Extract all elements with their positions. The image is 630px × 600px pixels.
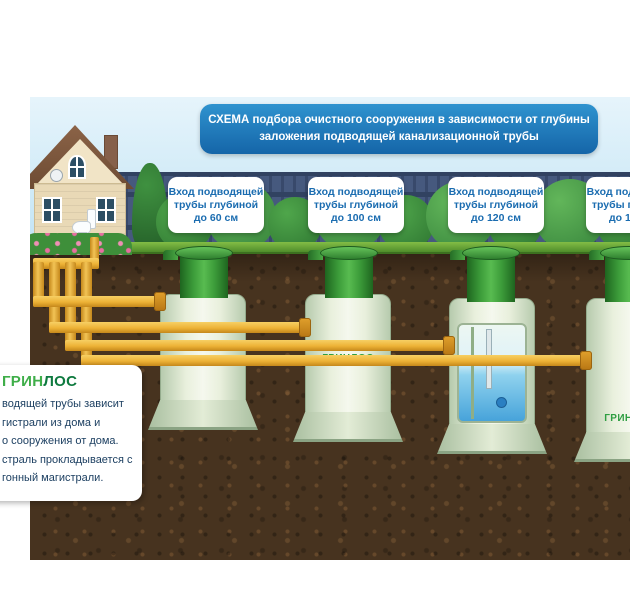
- flower-bush: [30, 233, 132, 255]
- tank-vent-cap: [308, 250, 323, 260]
- sewer-pipe-depth-120: [65, 340, 455, 351]
- tank-inner-wall: [471, 327, 474, 419]
- pipe-drop-1: [33, 262, 44, 307]
- callout-line: до 140 см: [608, 212, 630, 224]
- callout-line: трубы глубиной: [591, 199, 630, 211]
- callout-line: трубы глубиной: [313, 199, 399, 211]
- septic-tank-3-base: [437, 424, 547, 454]
- brand-logo-part-1: ГРИН: [2, 373, 44, 390]
- pipe-flange-1: [154, 292, 166, 311]
- sewer-pipe-depth-140: [81, 355, 592, 366]
- info-text-line: водящей трубы зависит: [2, 398, 124, 410]
- septic-tank-3-riser: [467, 252, 515, 302]
- septic-tank-1-lid: [175, 246, 233, 260]
- info-text-line: гистрали из дома и: [2, 416, 101, 429]
- brand-logo-part-2: ЛОС: [43, 373, 78, 390]
- pipe-drop-4: [81, 262, 92, 366]
- info-text-line: гонный магистрали.: [2, 472, 104, 484]
- callout-line: трубы глубиной: [453, 199, 539, 211]
- title-banner: СХЕМА подбора очистного сооружения в зав…: [200, 104, 598, 154]
- callout-line: Вход подводящей: [448, 186, 544, 198]
- depth-callout-4: Вход подводящей трубы глубиной до 140 см: [586, 177, 630, 233]
- sewer-pipe-depth-60: [33, 296, 161, 307]
- house-attic-window: [68, 155, 86, 179]
- house-drain-pipe: [90, 237, 99, 269]
- callout-line: Вход подводящей: [168, 186, 264, 198]
- sewer-pipe-depth-100: [49, 322, 307, 333]
- satellite-dish-icon: [50, 169, 63, 182]
- info-text: водящей трубы зависит гистрали из дома и…: [2, 395, 136, 488]
- tank-vent-cap: [589, 250, 604, 260]
- depth-callout-1: Вход подводящей трубы глубиной до 60 см: [168, 177, 264, 233]
- septic-tank-2-base: [293, 412, 403, 442]
- septic-tank-2-lid: [320, 246, 378, 260]
- depth-callout-3: Вход подводящей трубы глубиной до 120 см: [448, 177, 544, 233]
- callout-line: до 60 см: [193, 212, 239, 224]
- house-window-left: [42, 197, 62, 223]
- callout-line: трубы глубиной: [173, 199, 259, 211]
- tank-cutaway-view: [457, 323, 527, 423]
- tank-brand-label: ГРИНЛОС: [604, 413, 630, 424]
- toilet-tank-illustration: [87, 209, 96, 229]
- tank-vent-cap: [450, 250, 465, 260]
- callout-line: Вход подводящей: [308, 186, 404, 198]
- septic-tank-1-base: [148, 400, 258, 430]
- septic-tank-4-riser: [605, 252, 630, 302]
- title-line-1: СХЕМА подбора очистного сооружения в зав…: [208, 114, 590, 127]
- depth-callout-2: Вход подводящей трубы глубиной до 100 см: [308, 177, 404, 233]
- callout-line: до 120 см: [470, 212, 522, 224]
- pipe-flange-3: [443, 336, 455, 355]
- callout-line: Вход подводящей: [586, 186, 630, 198]
- pipe-flange-4: [580, 351, 592, 370]
- house-window-right: [96, 197, 116, 223]
- title-line-2: заложения подводящей канализационной тру…: [259, 131, 539, 143]
- callout-line: до 100 см: [330, 212, 382, 224]
- scene: ГРИНЛОС ГРИНЛОС: [30, 97, 630, 560]
- brand-logo: ГРИНЛОС: [2, 373, 136, 390]
- tank-pump-icon: [496, 397, 507, 408]
- info-text-line: о сооружения от дома.: [2, 435, 119, 447]
- tank-vent-cap: [163, 250, 178, 260]
- info-text-line: страль прокладывается с: [2, 453, 133, 466]
- septic-tank-3-lid: [462, 246, 520, 260]
- pipe-flange-2: [299, 318, 311, 337]
- info-panel: ГРИНЛОС водящей трубы зависит гистрали и…: [0, 365, 142, 501]
